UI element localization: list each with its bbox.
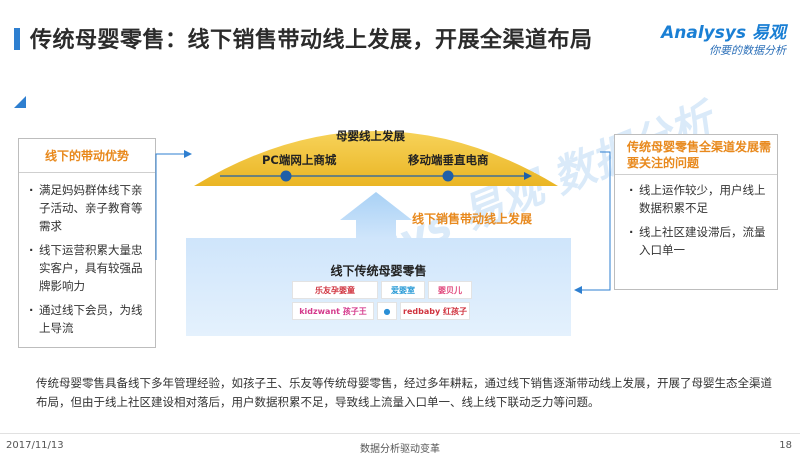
offline-advantages-panel: 线下的带动优势 满足妈妈群体线下亲子活动、亲子教育等需求 线下运营积累大量忠实客… xyxy=(18,138,156,348)
mobile-ecommerce-dot xyxy=(442,170,454,182)
redbaby-logo: redbaby 红孩子 xyxy=(400,302,470,320)
title-accent-bar xyxy=(14,28,20,50)
right-connector-line xyxy=(576,151,611,291)
footer-divider xyxy=(0,433,800,434)
pc-mall-dot xyxy=(280,170,292,182)
leyou-logo: 乐友孕婴童 xyxy=(292,281,378,299)
corner-triangle-icon xyxy=(14,96,26,108)
brand-logo-grid: 乐友孕婴童 爱婴室 婴贝儿 kidzwant 孩子王 ● redbaby 红孩子 xyxy=(292,281,474,320)
logo-subtitle: 你要的数据分析 xyxy=(709,44,786,57)
page-title: 传统母婴零售：线下销售带动线上发展，开展全渠道布局 xyxy=(30,28,593,53)
left-connector-line xyxy=(155,153,188,260)
list-item: 线上社区建设滞后，流量入口单一 xyxy=(627,223,769,259)
list-item: 线下运营积累大量忠实客户，具有较强品牌影响力 xyxy=(27,241,149,295)
list-item: 线上运作较少，用户线上数据积累不足 xyxy=(627,181,769,217)
small-brand-logo: ● xyxy=(377,302,397,320)
omnichannel-issues-title: 传统母婴零售全渠道发展需要关注的问题 xyxy=(615,135,777,175)
list-item: 通过线下会员，为线上导流 xyxy=(27,301,149,337)
omnichannel-issues-panel: 传统母婴零售全渠道发展需要关注的问题 线上运作较少，用户线上数据积累不足 线上社… xyxy=(614,134,778,290)
analysys-logo: Analysys 易观 xyxy=(661,23,786,43)
kidzwant-logo: kidzwant 孩子王 xyxy=(292,302,374,320)
yingbeier-logo: 婴贝儿 xyxy=(428,281,472,299)
list-item: 满足妈妈群体线下亲子活动、亲子教育等需求 xyxy=(27,181,149,235)
left-connector-arrow-icon xyxy=(184,150,192,158)
drive-up-arrow-icon xyxy=(340,192,412,238)
channel-diagram xyxy=(155,131,611,294)
page-number: 18 xyxy=(779,440,792,451)
aiyingshi-logo: 爱婴室 xyxy=(381,281,425,299)
offline-retail-title: 线下传统母婴零售 xyxy=(330,264,427,278)
offline-drives-online-label: 线下销售带动线上发展 xyxy=(412,212,533,226)
offline-advantages-title: 线下的带动优势 xyxy=(19,139,155,173)
offline-advantages-list: 满足妈妈群体线下亲子活动、亲子教育等需求 线下运营积累大量忠实客户，具有较强品牌… xyxy=(19,173,155,337)
description-text: 传统母婴零售具备线下多年管理经验，如孩子王、乐友等传统母婴零售，经过多年耕耘，通… xyxy=(36,376,772,409)
pc-mall-label: PC端网上商城 xyxy=(262,153,337,167)
right-connector-arrow-icon xyxy=(574,286,582,294)
mobile-ecommerce-label: 移动端垂直电商 xyxy=(408,153,489,167)
footer-date: 2017/11/13 xyxy=(6,440,64,451)
online-channel-arrow-icon xyxy=(524,172,532,180)
omnichannel-issues-list: 线上运作较少，用户线上数据积累不足 线上社区建设滞后，流量入口单一 xyxy=(615,175,777,259)
online-development-label: 母婴线上发展 xyxy=(336,129,405,143)
footer-slogan: 数据分析驱动变革 xyxy=(360,444,440,455)
